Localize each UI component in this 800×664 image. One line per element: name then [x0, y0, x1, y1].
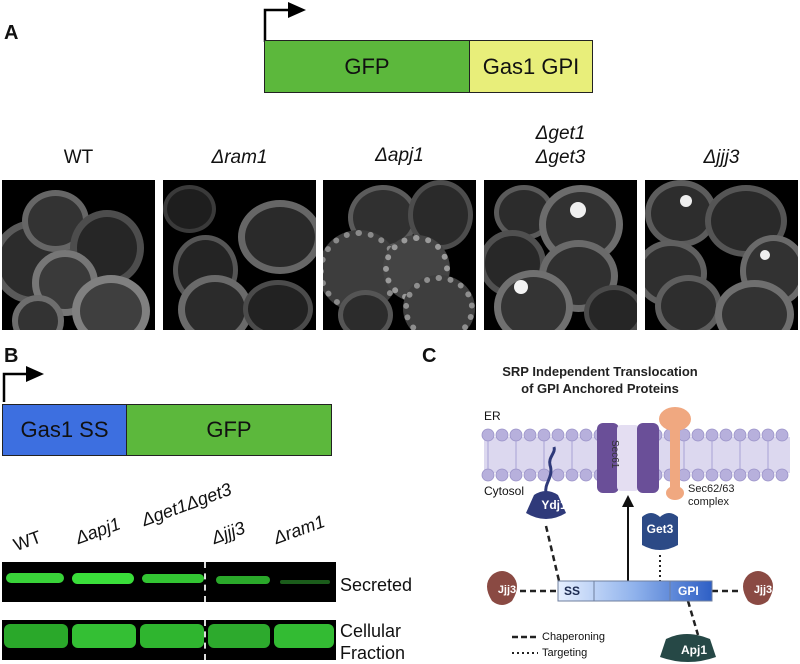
lane-label-ram1: Δram1	[270, 511, 328, 549]
micrograph-wt	[2, 180, 155, 330]
gas1-ss-segment: Gas1 SS	[2, 404, 127, 456]
row-label-cellular-fraction: Cellular Fraction	[340, 621, 406, 663]
lane-label-get1-get3: Δget1Δget3	[138, 479, 235, 531]
sec62-63-complex	[659, 407, 691, 500]
get3-shape	[642, 513, 678, 550]
diagram-title: SRP Independent Translocation of GPI Anc…	[502, 364, 698, 396]
ss-label: SS	[564, 584, 581, 598]
blot-cellular	[2, 620, 336, 660]
micrograph-get1-get3	[484, 180, 637, 330]
sec61-channel	[597, 423, 659, 493]
strain-label-apj1: Δapj1	[375, 145, 424, 166]
cytosol-label: Cytosol	[484, 484, 525, 498]
gas1-gpi-segment: Gas1 GPI	[469, 40, 593, 93]
micrograph-ram1	[163, 180, 316, 330]
lane-label-apj1: Δapj1	[72, 513, 123, 549]
get3-label: Get3	[646, 522, 674, 536]
sec61-label: Sec61	[609, 440, 620, 469]
micrograph-jjj3	[645, 180, 798, 330]
substrate-bar	[557, 580, 713, 602]
lane-label-wt: WT	[10, 526, 44, 556]
jjj3-right-shape	[743, 571, 773, 605]
gpi-label: GPI	[678, 584, 699, 598]
promoter-arrow-icon	[263, 2, 306, 42]
panel-label-c: C	[422, 345, 437, 367]
legend-chaperoning: Chaperoning	[542, 631, 605, 643]
strain-label-wt: WT	[63, 147, 94, 168]
apj1-label: Apj1	[680, 643, 707, 657]
gfp-segment-b: GFP	[126, 404, 332, 456]
translocation-diagram	[481, 407, 790, 662]
lane-label-jjj3: Δjjj3	[208, 517, 248, 549]
strain-label-ram1: Δram1	[211, 147, 268, 168]
blot-secreted	[2, 562, 336, 602]
sec6263-label: Sec62/63 complex	[688, 483, 735, 508]
gfp-segment: GFP	[264, 40, 470, 93]
er-label: ER	[484, 409, 501, 423]
promoter-arrow-icon	[2, 366, 44, 402]
ydj1-label: Ydj1	[541, 498, 567, 512]
jjj3-left-shape	[487, 571, 517, 605]
strain-label-get1-get3: Δget1 Δget3	[535, 123, 586, 168]
jjj3-left-label: Jjj3	[497, 584, 517, 596]
row-label-secreted: Secreted	[340, 575, 413, 595]
ydj1-shape	[526, 491, 566, 519]
panel-label-b: B	[4, 345, 19, 367]
micrograph-apj1	[323, 180, 476, 330]
jjj3-right-label: Jjj3	[753, 584, 773, 596]
panel-label-a: A	[4, 22, 19, 44]
legend-targeting: Targeting	[542, 647, 588, 659]
apj1-shape	[660, 634, 716, 662]
strain-label-jjj3: Δjjj3	[703, 147, 740, 168]
